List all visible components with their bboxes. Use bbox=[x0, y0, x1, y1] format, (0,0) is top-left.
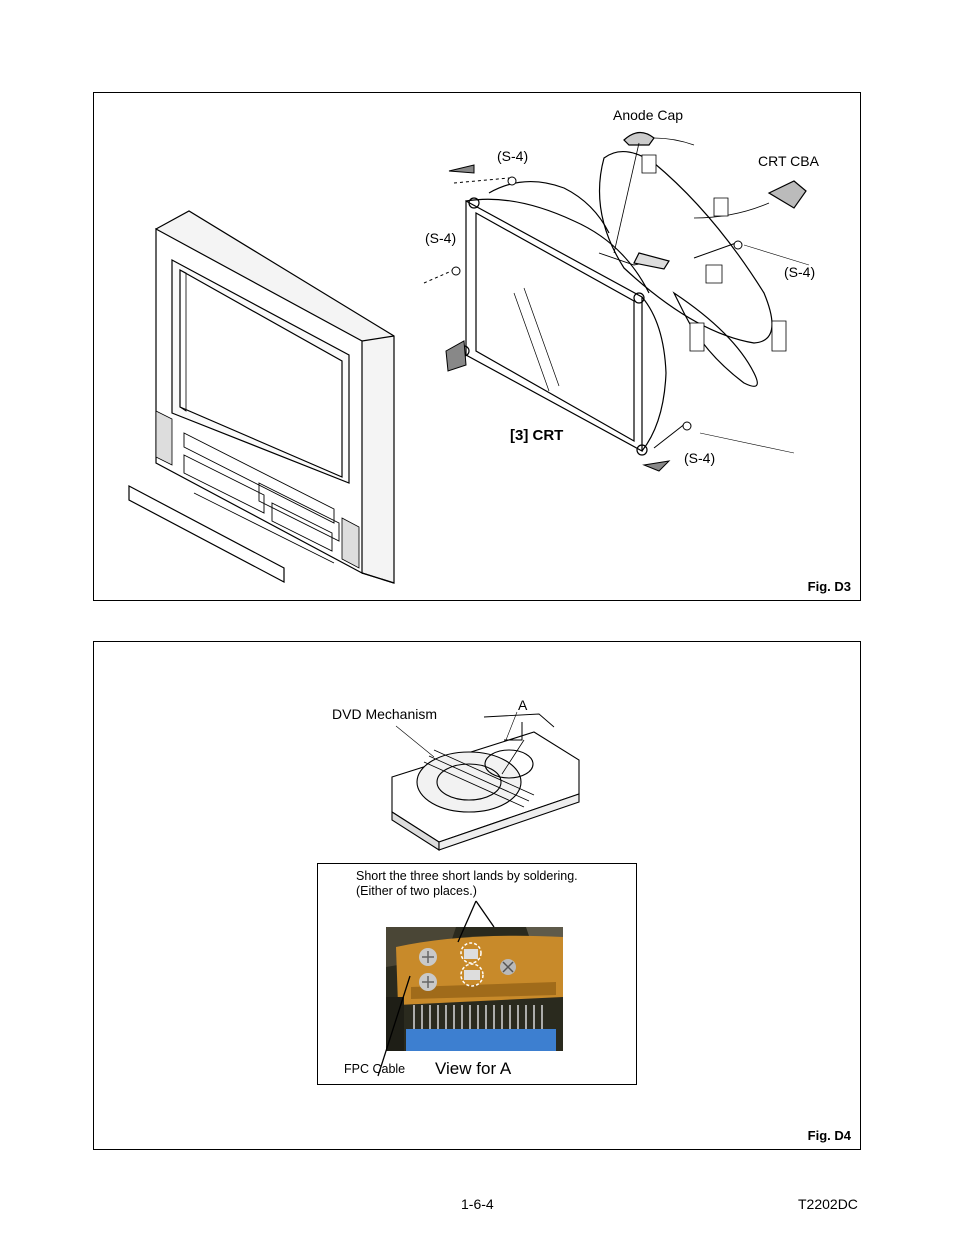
figure-label-d3: Fig. D3 bbox=[807, 579, 851, 594]
view-point-a-label: A bbox=[518, 697, 528, 713]
instruction-line-1: Short the three short lands by soldering… bbox=[356, 869, 578, 883]
dvd-mechanism-illustration bbox=[391, 711, 580, 852]
screw-label-right: (S-4) bbox=[784, 264, 816, 280]
screw-label-left: (S-4) bbox=[425, 230, 457, 246]
detail-view-box: Short the three short lands by soldering… bbox=[317, 863, 637, 1085]
figure-label-d4: Fig. D4 bbox=[807, 1128, 851, 1143]
crt-part-label: [3] CRT bbox=[510, 427, 564, 444]
instruction-line-2: (Either of two places.) bbox=[356, 884, 477, 898]
screw-label-bottom: (S-4) bbox=[684, 450, 716, 466]
figure-d3-panel: Anode Cap CRT CBA (S-4) (S-4) (S-4) (S-4… bbox=[93, 92, 861, 601]
view-for-a-title: View for A bbox=[435, 1059, 512, 1078]
anode-cap-label: Anode Cap bbox=[613, 107, 684, 123]
figure-d4-panel: DVD Mechanism A Short the three short la… bbox=[93, 641, 861, 1150]
detail-view-leader-lines bbox=[377, 900, 495, 1077]
screw-drawings bbox=[423, 164, 743, 472]
crt-removal-illustration bbox=[128, 131, 810, 584]
dvd-mechanism-label: DVD Mechanism bbox=[332, 706, 438, 722]
screw-label-top: (S-4) bbox=[497, 148, 529, 164]
crt-tube-drawing bbox=[458, 197, 670, 456]
fpc-cable-label: FPC Cable bbox=[344, 1062, 406, 1076]
anode-cap-drawing bbox=[623, 131, 655, 146]
tv-cabinet-drawing bbox=[128, 210, 395, 584]
page-number: 1-6-4 bbox=[461, 1196, 494, 1212]
crt-cba-label: CRT CBA bbox=[758, 153, 819, 169]
document-code: T2202DC bbox=[798, 1196, 858, 1212]
crt-cba-drawing bbox=[767, 180, 807, 209]
